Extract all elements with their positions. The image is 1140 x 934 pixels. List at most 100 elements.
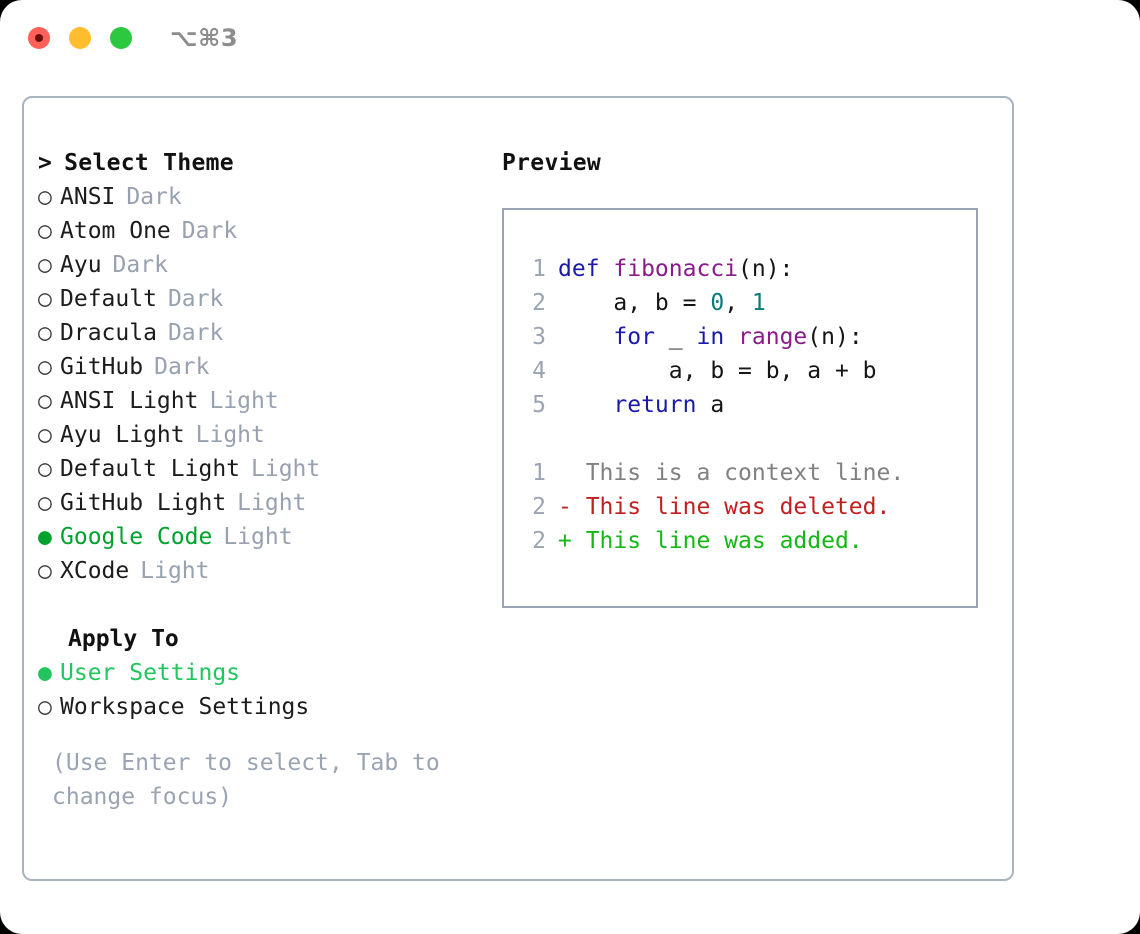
apply-to-option-label: User Settings xyxy=(60,660,241,686)
minimize-button[interactable] xyxy=(69,27,91,49)
theme-variant-badge: Light xyxy=(251,456,321,482)
code-token: for xyxy=(613,324,655,350)
select-theme-heading: > Select Theme xyxy=(38,146,498,180)
theme-list-item[interactable]: ○ ANSI Light Light xyxy=(38,384,498,418)
radio-unselected-icon[interactable]: ○ xyxy=(38,286,52,312)
close-button[interactable] xyxy=(28,27,50,49)
radio-unselected-icon[interactable]: ○ xyxy=(38,184,52,210)
theme-name: Google Code xyxy=(60,524,213,550)
theme-variant-badge: Dark xyxy=(181,218,238,244)
radio-unselected-icon[interactable]: ○ xyxy=(38,422,52,448)
radio-unselected-icon[interactable]: ○ xyxy=(38,354,52,380)
diff-text: This line was added. xyxy=(585,528,863,554)
diff-marker: - xyxy=(558,494,586,520)
theme-list-item[interactable]: ○ Atom One Dark xyxy=(38,214,498,248)
help-text-line-1: (Use Enter to select, Tab to xyxy=(52,750,440,776)
prompt-caret-icon: > xyxy=(38,150,53,176)
diff-marker xyxy=(558,456,586,490)
theme-name: XCode xyxy=(60,558,130,584)
theme-name: ANSI Light xyxy=(60,388,199,414)
apply-to-option[interactable]: ● User Settings xyxy=(38,656,498,690)
code-line: 5 return a xyxy=(520,388,972,422)
diff-text: This is a context line. xyxy=(585,460,905,486)
theme-variant-badge: Light xyxy=(209,388,279,414)
radio-unselected-icon[interactable]: ○ xyxy=(38,558,52,584)
code-token: _ xyxy=(654,324,697,350)
traffic-lights xyxy=(28,27,132,49)
theme-name: GitHub Light xyxy=(60,490,227,516)
code-token xyxy=(724,320,738,354)
apply-to-heading: Apply To xyxy=(68,626,179,652)
theme-name: Dracula xyxy=(60,320,157,346)
theme-list-item[interactable]: ○ GitHub Dark xyxy=(38,350,498,384)
radio-unselected-icon[interactable]: ○ xyxy=(38,218,52,244)
code-token: 0 xyxy=(710,290,725,316)
theme-list-item[interactable]: ○ Dracula Dark xyxy=(38,316,498,350)
code-token: range xyxy=(738,324,808,350)
theme-name: Ayu xyxy=(60,252,102,278)
theme-name: Default xyxy=(60,286,157,312)
code-line: 3 for _ in range(n): xyxy=(520,320,972,354)
code-line: 2 a, b = 0, 1 xyxy=(520,286,972,320)
line-number: 1 xyxy=(532,256,546,282)
radio-unselected-icon[interactable]: ○ xyxy=(38,388,52,414)
theme-name: Atom One xyxy=(60,218,171,244)
help-text-line-2: change focus) xyxy=(52,784,233,810)
theme-list-item[interactable]: ● Google Code Light xyxy=(38,520,498,554)
code-token: 1 xyxy=(751,290,766,316)
radio-unselected-icon[interactable]: ○ xyxy=(38,320,52,346)
line-number: 4 xyxy=(532,358,546,384)
theme-name: GitHub xyxy=(60,354,144,380)
code-token: in xyxy=(696,324,725,350)
line-number: 1 xyxy=(532,460,546,486)
theme-name: ANSI xyxy=(60,184,116,210)
code-token: a, b = b, a + b xyxy=(558,358,877,384)
title-bar: ⌥⌘3 xyxy=(0,0,1140,78)
diff-text: This line was deleted. xyxy=(585,494,891,520)
radio-unselected-icon[interactable]: ○ xyxy=(38,456,52,482)
code-token: return xyxy=(613,392,697,418)
theme-list-item[interactable]: ○ Default Dark xyxy=(38,282,498,316)
line-number: 5 xyxy=(532,392,546,418)
code-token: , xyxy=(724,290,752,316)
line-number: 2 xyxy=(532,528,546,554)
theme-variant-badge: Dark xyxy=(154,354,210,380)
code-token xyxy=(558,388,613,422)
code-token xyxy=(558,320,613,354)
line-number: 3 xyxy=(532,324,546,350)
apply-to-list: ● User Settings ○Workspace Settings xyxy=(38,656,498,724)
radio-selected-icon[interactable]: ● xyxy=(38,524,52,550)
diff-line: 1 This is a context line. xyxy=(520,456,972,490)
keyboard-shortcut-label: ⌥⌘3 xyxy=(170,24,239,52)
line-number: 2 xyxy=(532,290,546,316)
theme-name: Ayu Light xyxy=(60,422,185,448)
radio-unselected-icon[interactable]: ○ xyxy=(38,490,52,516)
code-gap xyxy=(520,422,972,456)
zoom-button[interactable] xyxy=(110,27,132,49)
theme-variant-badge: Dark xyxy=(167,286,224,312)
code-token: a, b = xyxy=(558,290,711,316)
diff-sample: 1 This is a context line. 2- This line wa… xyxy=(520,456,972,558)
code-token: (n): xyxy=(807,324,863,350)
theme-variant-badge: Dark xyxy=(167,320,224,346)
radio-unselected-icon[interactable]: ○ xyxy=(38,694,52,720)
apply-to-option[interactable]: ○Workspace Settings xyxy=(38,690,498,724)
theme-list-item[interactable]: ○ ANSI Dark xyxy=(38,180,498,214)
diff-marker: + xyxy=(558,528,586,554)
theme-variant-badge: Dark xyxy=(126,184,182,210)
radio-unselected-icon[interactable]: ○ xyxy=(38,252,52,278)
radio-selected-icon[interactable]: ● xyxy=(38,660,52,686)
theme-variant-badge: Light xyxy=(223,524,293,550)
